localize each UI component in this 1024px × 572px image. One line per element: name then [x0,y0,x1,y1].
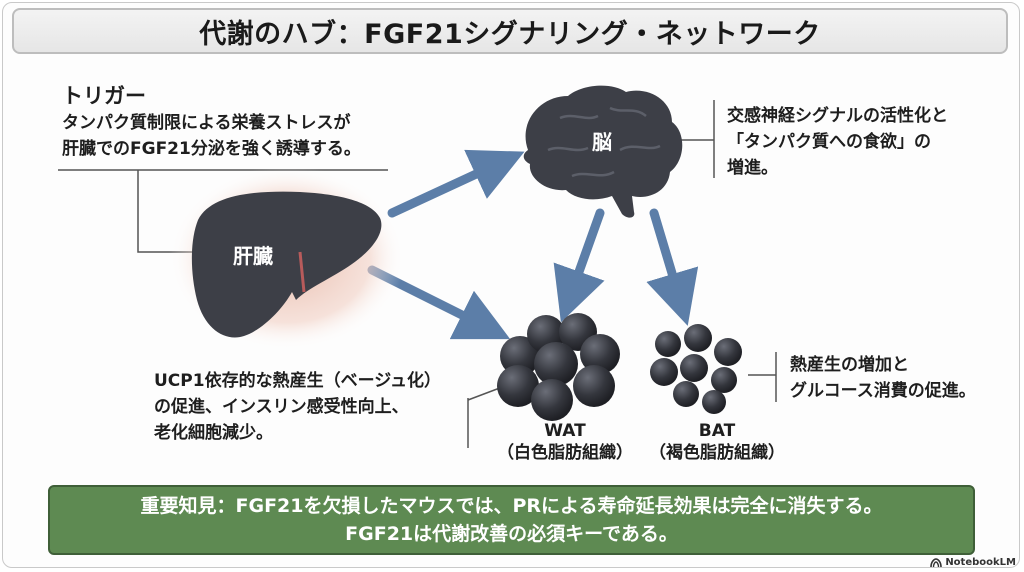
wat-name: WAT [544,421,586,441]
liver-label: 肝臓 [233,244,273,268]
bat-label: BAT （褐色脂肪組織） [632,420,802,464]
brain-note-line-2: 「タンパク質への食欲」の [727,132,931,152]
notebooklm-logo-icon [930,557,943,567]
wat-note-line-1: UCP1依存的な熱産生（ベージュ化） [154,371,442,391]
brain-label: 脳 [592,130,612,154]
bat-effect-note: 熱産生の増加と グルコース消費の促進。 [790,352,1010,404]
wat-note-line-2: の促進、インスリン感受性向上、 [154,397,409,417]
bat-full-name: （褐色脂肪組織） [649,443,785,463]
brand-name: NotebookLM [945,557,1016,568]
wat-label: WAT （白色脂肪組織） [480,420,650,464]
bat-note-connector [748,352,777,402]
trigger-heading: トリガー [62,84,146,108]
arrow-brain-to-bat [646,208,699,326]
brain-note-line-3: 増進。 [727,158,778,178]
wat-full-name: （白色脂肪組織） [497,443,633,463]
brain-icon [523,85,683,218]
page-title: 代謝のハブ：FGF21シグナリング・ネットワーク [199,18,821,50]
liver-icon [169,166,405,350]
bat-note-line-2: グルコース消費の促進。 [790,381,976,401]
key-finding-box: 重要知見：FGF21を欠損したマウスでは、PRによる寿命延長効果は完全に消失する… [48,485,975,555]
brand-watermark: NotebookLM [930,557,1016,568]
trigger-description: タンパク質制限による栄養ストレスが 肝臓でのFGF21分泌を強く誘導する。 [62,110,402,162]
wat-note-line-3: 老化細胞減少。 [154,423,273,443]
brain-effect-note: 交感神経シグナルの活性化と 「タンパク質への食欲」の 増進。 [727,103,997,181]
trigger-line-1: タンパク質制限による栄養ストレスが [62,113,351,133]
wat-cluster-icon [497,313,620,421]
title-bar: 代謝のハブ：FGF21シグナリング・ネットワーク [12,8,1008,54]
bat-name: BAT [698,421,736,441]
key-finding-line-2: FGF21は代謝改善の必須キーである。 [345,523,678,545]
trigger-line-2: 肝臓でのFGF21分泌を強く誘導する。 [62,139,361,159]
arrow-liver-to-brain [387,149,525,218]
brain-note-line-1: 交感神経シグナルの活性化と [727,106,948,126]
key-finding-line-1: 重要知見：FGF21を欠損したマウスでは、PRによる寿命延長効果は完全に消失する… [140,495,883,517]
arrow-brain-to-wat [553,208,605,323]
wat-effect-note: UCP1依存的な熱産生（ベージュ化） の促進、インスリン感受性向上、 老化細胞減… [154,368,464,446]
bat-note-line-1: 熱産生の増加と [790,355,909,375]
bat-cluster-icon [650,324,742,414]
